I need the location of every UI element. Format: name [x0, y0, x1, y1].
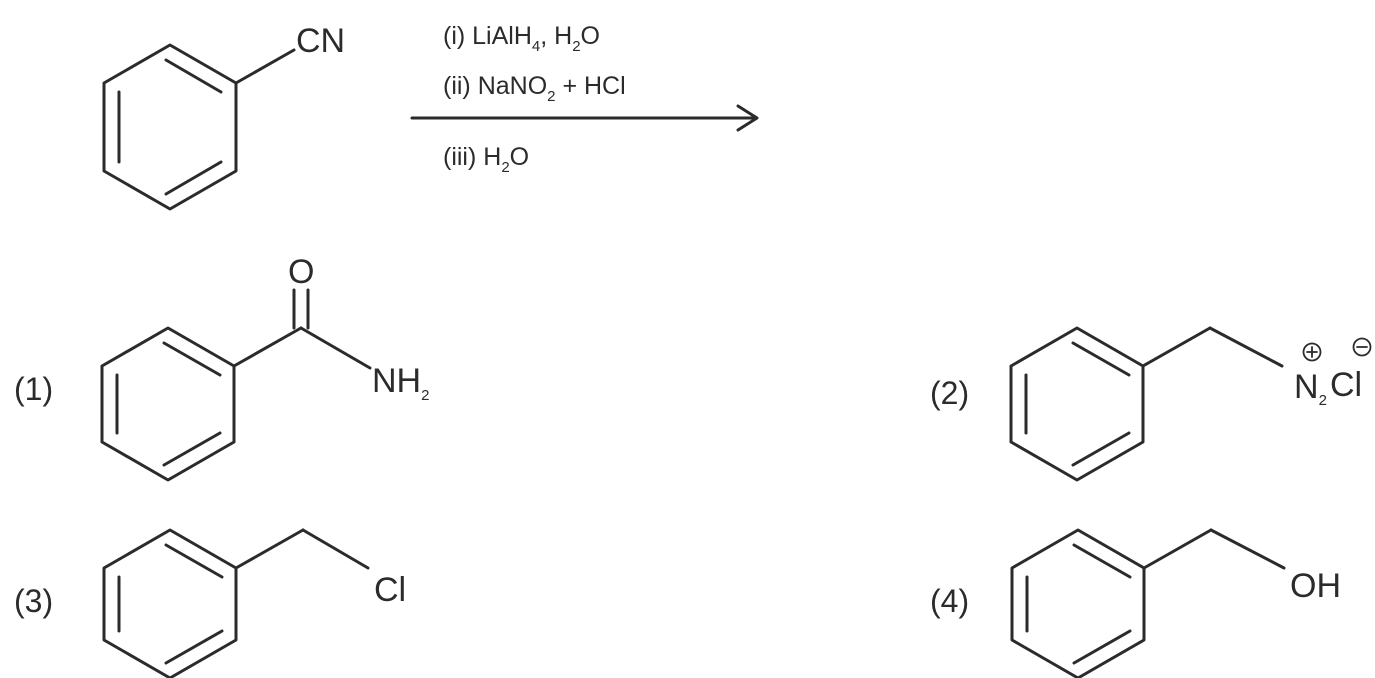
reactant-benzene-ring	[102, 43, 238, 211]
option-3-ring-ch2-bond	[234, 528, 305, 570]
option-2-ch2-n-bond	[1208, 326, 1284, 368]
option-4-hydroxyl-label: OH	[1290, 567, 1341, 605]
option-4-number: (4)	[930, 583, 969, 619]
option-1-benzene-ring	[100, 326, 236, 482]
option-2-chloride-label: Cl	[1330, 366, 1362, 404]
condition-step-3: (iii) H2O	[443, 143, 529, 176]
option-2-benzene-ring	[1009, 326, 1145, 482]
option-4-ring-ch2-bond	[1142, 528, 1213, 570]
option-3-ch2-cl-bond	[301, 528, 370, 570]
negative-charge-icon	[1352, 337, 1372, 357]
option-2-nitrogen-label: N2	[1294, 368, 1327, 409]
option-4-ch2-oh-bond	[1209, 528, 1286, 570]
option-4-benzene-ring	[1010, 528, 1146, 678]
reactant-benzonitrile: CN	[102, 22, 345, 211]
option-2[interactable]: (2) N2 Cl	[930, 326, 1372, 482]
option-4[interactable]: (4) OH	[930, 528, 1341, 678]
option-2-number: (2)	[930, 375, 969, 411]
option-1-carbonyl-n-bond	[299, 326, 372, 370]
option-3-chlorine-label: Cl	[374, 571, 406, 609]
condition-step-1: (i) LiAlH4, H2O	[443, 22, 600, 55]
option-1[interactable]: (1) O NH2	[14, 253, 429, 482]
option-3-benzene-ring	[102, 528, 238, 678]
option-1-amine-label: NH2	[372, 362, 429, 404]
option-3-number: (3)	[14, 583, 53, 619]
reactant-c-cn-bond	[234, 48, 296, 85]
option-1-ring-carbonyl-bond	[232, 326, 303, 368]
positive-charge-icon	[1302, 342, 1322, 362]
option-1-oxygen-label: O	[288, 253, 314, 291]
option-2-ring-ch2-bond	[1141, 326, 1212, 368]
reaction-arrow	[410, 104, 759, 132]
option-3[interactable]: (3) Cl	[14, 528, 406, 678]
condition-step-2: (ii) NaNO2 + HCl	[443, 72, 626, 105]
reactant-cn-label: CN	[296, 22, 345, 60]
option-1-number: (1)	[14, 371, 53, 407]
